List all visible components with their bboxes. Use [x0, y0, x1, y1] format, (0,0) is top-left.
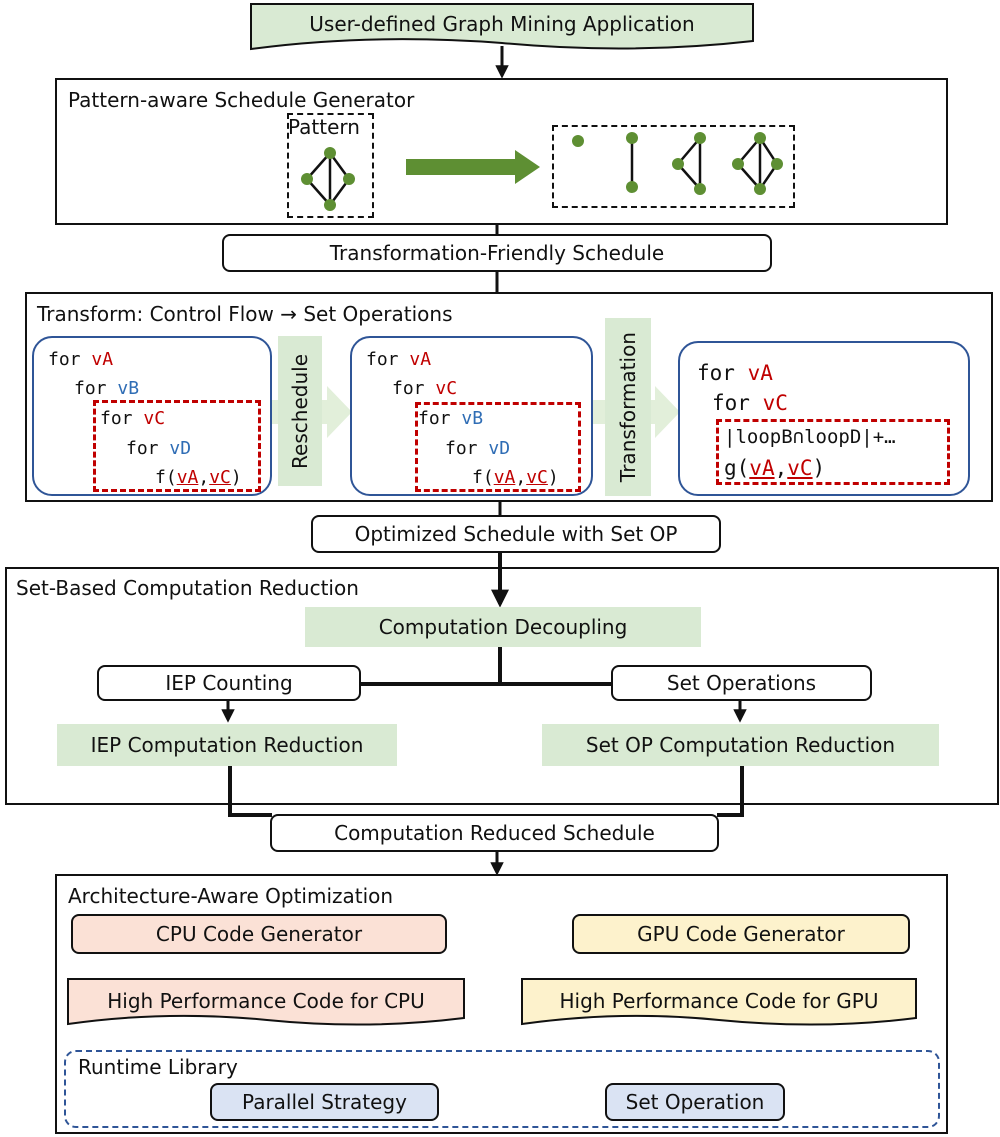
code1-line1: for vA — [48, 349, 114, 370]
gpu-code-generator: GPU Code Generator — [572, 914, 910, 954]
setop-computation-reduction: Set OP Computation Reduction — [542, 724, 939, 766]
cpu-code-text: High Performance Code for CPU — [107, 989, 425, 1013]
schedule-computation-reduced: Computation Reduced Schedule — [270, 814, 719, 852]
transformation-label: Transformation — [616, 331, 640, 483]
title-box-shape — [250, 3, 754, 51]
cpu-code-shape — [67, 978, 465, 1026]
set-operations: Set Operations — [611, 665, 872, 701]
schedule-optimized-set-op: Optimized Schedule with Set OP — [311, 515, 721, 553]
code1-line4: for vD — [126, 438, 192, 459]
code2-line2: for vC — [392, 378, 458, 399]
computation-decoupling: Computation Decoupling — [305, 607, 701, 647]
code1-line2: for vB — [74, 378, 140, 399]
code2-line4: for vD — [445, 438, 511, 459]
code-block-rescheduled — [350, 336, 593, 496]
schedule-transformation-friendly: Transformation-Friendly Schedule — [222, 234, 772, 272]
arch-title: Architecture-Aware Optimization — [68, 884, 394, 908]
gpu-code-box: High Performance Code for GPU — [521, 978, 917, 1028]
set-operation: Set Operation — [605, 1083, 785, 1121]
code3-line1: for vA — [697, 361, 773, 385]
title-box: User-defined Graph Mining Application — [250, 3, 754, 51]
parallel-strategy: Parallel Strategy — [210, 1083, 439, 1121]
reschedule-label: Reschedule — [288, 353, 312, 469]
subpattern-frame — [552, 125, 795, 208]
code2-line1: for vA — [366, 349, 432, 370]
runtime-library-frame — [64, 1050, 940, 1128]
code1-line3: for vC — [100, 408, 166, 429]
generator-section — [55, 78, 948, 225]
reduction-title: Set-Based Computation Reduction — [16, 576, 359, 600]
code-block-original — [32, 336, 272, 496]
generator-title: Pattern-aware Schedule Generator — [68, 88, 415, 112]
title-text: User-defined Graph Mining Application — [309, 12, 695, 36]
gpu-code-text: High Performance Code for GPU — [559, 989, 879, 1013]
connector-setop-to-schedule3 — [717, 765, 744, 817]
iep-counting: IEP Counting — [97, 665, 361, 701]
cpu-code-box: High Performance Code for CPU — [67, 978, 465, 1028]
highlight-inner-loops-original — [93, 400, 261, 492]
connector-iep-to-schedule3 — [228, 765, 272, 817]
transformation-step: Transformation — [605, 318, 651, 496]
gpu-code-shape — [521, 978, 917, 1026]
code1-call: f(vA,vC) — [155, 467, 242, 488]
code-block-transformed — [678, 341, 970, 496]
code3-setop: |loopB∩loopD|+… — [724, 426, 896, 448]
pattern-frame — [287, 113, 374, 218]
highlight-set-operation — [716, 419, 950, 485]
code3-line2: for vC — [712, 391, 788, 415]
code3-call: g(vA,vC) — [724, 456, 826, 480]
code2-line3: for vB — [418, 408, 484, 429]
iep-computation-reduction: IEP Computation Reduction — [57, 724, 397, 766]
reschedule-step: Reschedule — [278, 336, 322, 486]
cpu-code-generator: CPU Code Generator — [71, 914, 447, 954]
code2-call: f(vA,vC) — [472, 467, 559, 488]
transform-title: Transform: Control Flow → Set Operations — [37, 302, 453, 326]
reduction-section — [5, 567, 999, 805]
pattern-label: Pattern — [288, 115, 360, 139]
highlight-inner-loops-rescheduled — [415, 402, 581, 492]
runtime-library-title: Runtime Library — [78, 1055, 238, 1079]
